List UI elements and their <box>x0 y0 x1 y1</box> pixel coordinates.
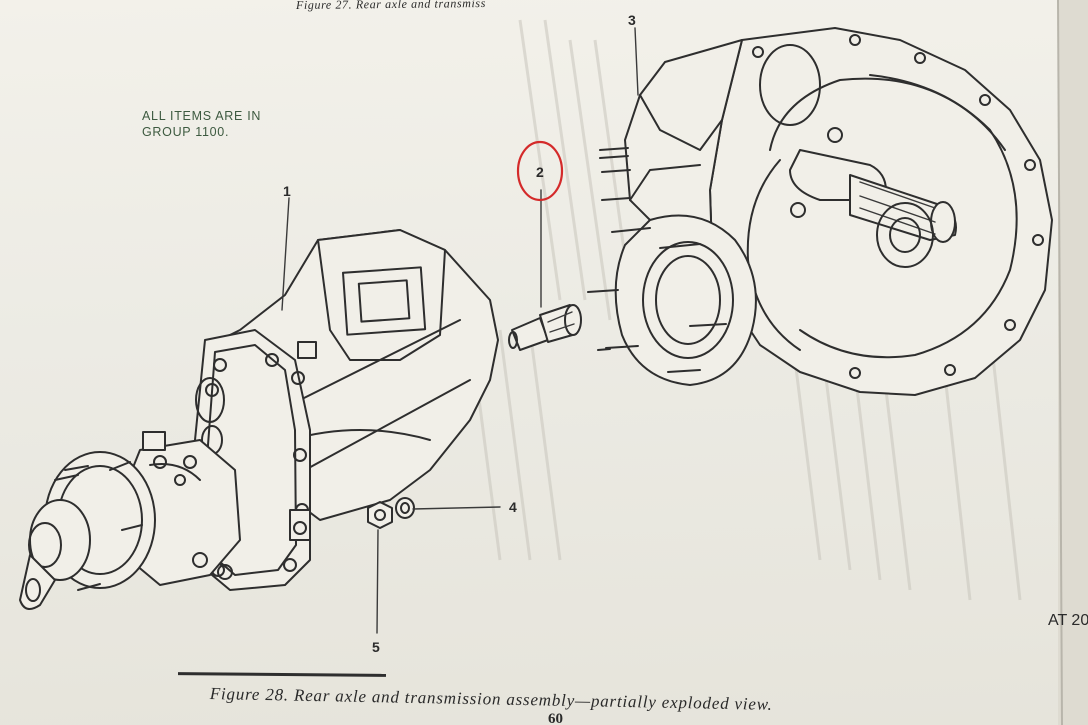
group-note-line-2: GROUP 1100. <box>142 125 230 139</box>
group-note-line-1: ALL ITEMS ARE IN <box>142 109 262 123</box>
group-note: ALL ITEMS ARE IN GROUP 1100. <box>142 108 261 140</box>
side-code: AT 20 <box>1048 612 1088 629</box>
adapter-flange <box>587 214 757 386</box>
callout-3-label: 3 <box>628 12 636 28</box>
page-number: 60 <box>548 711 563 725</box>
callout-1-label: 1 <box>283 183 291 199</box>
callout-2-label: 2 <box>536 164 544 180</box>
callout-4-label: 4 <box>509 499 517 515</box>
nut-and-washer <box>367 497 415 529</box>
coupling-shaft <box>508 304 582 351</box>
leader-lines <box>281 27 639 634</box>
callout-2-highlight-circle <box>516 140 564 202</box>
rear-axle-housing <box>19 229 499 610</box>
callout-5-label: 5 <box>372 639 380 655</box>
